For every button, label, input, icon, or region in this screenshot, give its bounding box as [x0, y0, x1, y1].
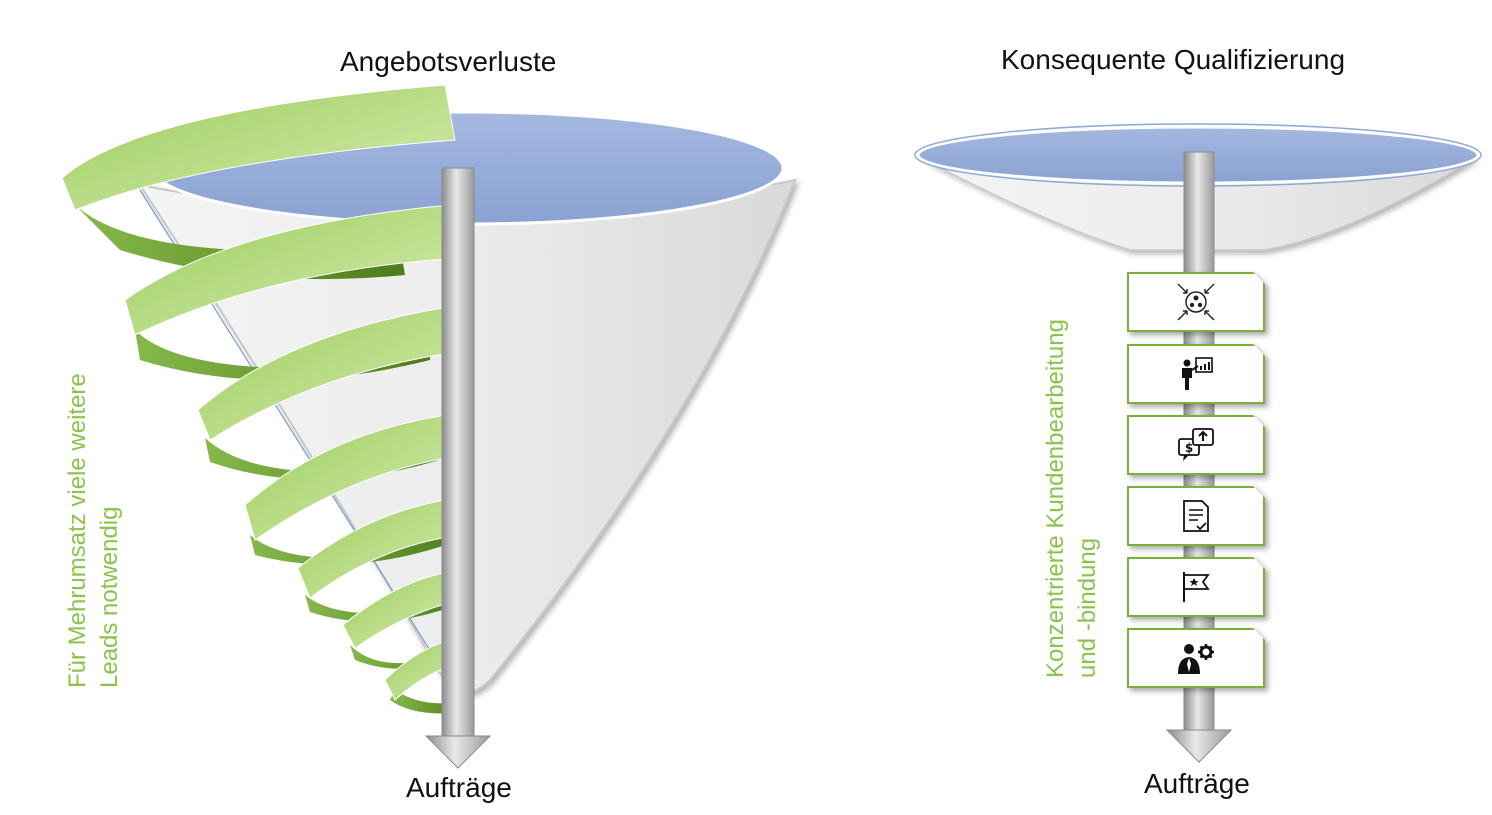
right-title: Konsequente Qualifizierung [1001, 44, 1345, 76]
money-chat-icon: $ [1175, 425, 1217, 465]
network-people-icon [1173, 279, 1219, 325]
right-side-text-line-2: und -bindung [1072, 319, 1104, 678]
left-side-text-line-2: Leads notwendig [94, 373, 126, 688]
left-title: Angebotsverluste [340, 46, 556, 78]
left-funnel [62, 85, 795, 768]
flag-star-icon [1178, 570, 1214, 604]
left-bottom-label: Aufträge [406, 772, 512, 804]
right-bottom-label: Aufträge [1144, 768, 1250, 800]
businessman-gear-icon [1174, 640, 1218, 676]
presenter-chart-icon [1176, 354, 1216, 394]
right-side-text-line-1: Konzentrierte Kundenbearbeitung [1040, 319, 1072, 678]
svg-text:$: $ [1185, 441, 1193, 455]
document-check-icon [1180, 498, 1212, 534]
left-side-text-line-1: Für Mehrumsatz viele weitere [62, 373, 94, 688]
right-side-text: Konzentrierte Kundenbearbeitung und -bin… [1040, 319, 1104, 678]
left-side-text: Für Mehrumsatz viele weitere Leads notwe… [62, 373, 126, 688]
